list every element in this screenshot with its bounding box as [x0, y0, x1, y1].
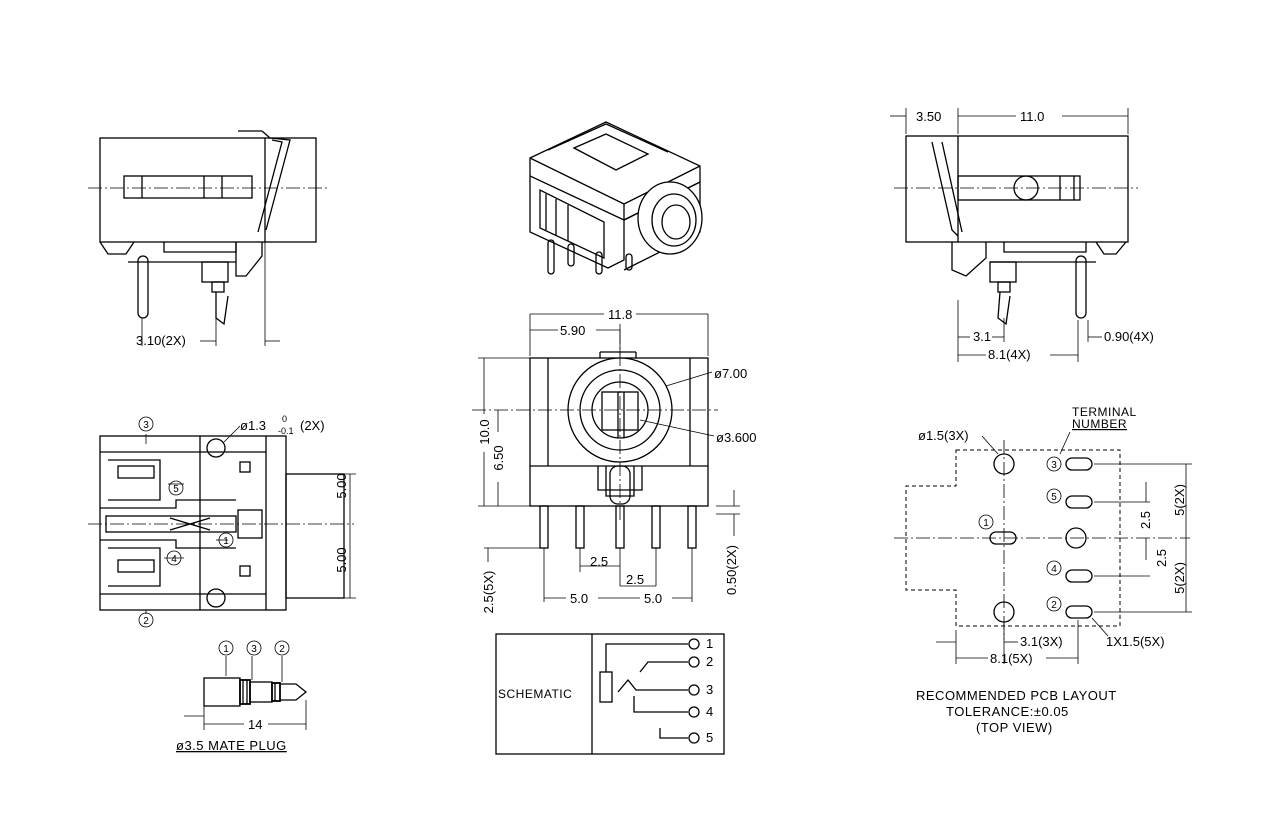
plug-title: ø3.5 MATE PLUG [176, 738, 287, 753]
dim-pin-length: 2.5(5X) [481, 571, 496, 614]
pcb-view: (TOP VIEW) [976, 720, 1053, 735]
dim-25-upper: 2.5 [1138, 511, 1153, 529]
svg-text:5: 5 [173, 484, 179, 495]
pcb-callout-3: 3 [1046, 456, 1062, 472]
schematic: SCHEMATIC 1 2 3 4 5 [495, 633, 725, 755]
dim-25-lower: 2.5 [1154, 549, 1169, 567]
svg-text:2: 2 [143, 616, 149, 627]
schematic-pin-3: 3 [706, 682, 713, 697]
svg-text:4: 4 [171, 554, 177, 565]
svg-text:5: 5 [1051, 492, 1057, 503]
dim-lower: 5.00 [334, 547, 349, 572]
dim-inner-dia: ø3.600 [716, 430, 756, 445]
plug-length: 14 [248, 717, 262, 732]
pcb-callout-1: 1 [978, 514, 994, 530]
dim-total-width: 11.8 [608, 307, 632, 322]
schematic-pin-4: 4 [706, 704, 713, 719]
schematic-label: SCHEMATIC [498, 687, 572, 701]
dim-height: 10.0 [477, 419, 492, 444]
pcb-layout: TERMINAL NUMBER ø1.5(3X) 3 5 1 4 2 [894, 405, 1192, 735]
dim-pin2: 8.1(4X) [988, 347, 1031, 362]
schematic-pin-2: 2 [706, 654, 713, 669]
svg-text:1: 1 [223, 644, 229, 655]
side-view-right: 3.50 11.0 3.1 8.1(4X) 0.90(4X) [890, 108, 1154, 362]
callout-2: 2 [138, 612, 154, 628]
dim-81: 8.1(5X) [990, 651, 1033, 666]
hole-tol-plus: 0 [282, 414, 287, 424]
dim-width: 11.0 [1020, 109, 1044, 124]
svg-text:3: 3 [1051, 460, 1057, 471]
hole-dim: ø1.3 [240, 418, 266, 433]
plug-callout-1: 1 [218, 640, 234, 656]
dim-pin-pitch-b: 2.5 [626, 572, 644, 587]
svg-text:2: 2 [1051, 600, 1057, 611]
schematic-pin-1: 1 [706, 636, 713, 651]
callout-4: 4 [166, 550, 182, 566]
dim-half-width: 5.90 [560, 323, 585, 338]
dim-5-lower: 5(2X) [1172, 562, 1187, 594]
dim-pin-width: 0.90(4X) [1104, 329, 1154, 344]
callout-5: 5 [168, 480, 184, 496]
svg-text:3: 3 [251, 644, 257, 655]
dim-offset: 3.50 [916, 109, 941, 124]
dim-pin-spacing-left: 3.10(2X) [136, 333, 186, 348]
dim-pin-thickness: 0.50(2X) [724, 545, 739, 595]
plug-callout-2: 2 [274, 640, 290, 656]
terminal-label-2: NUMBER [1072, 417, 1127, 431]
bottom-view: 5.00 5.00 ø1.3 0 -0.1 (2X) 3 5 1 4 2 [88, 414, 356, 628]
dim-pin-span-right: 5.0 [644, 591, 662, 606]
callout-1: 1 [218, 532, 234, 548]
pcb-hole-dim: ø1.5(3X) [918, 428, 969, 443]
pcb-callout-2: 2 [1046, 596, 1062, 612]
isometric-view [529, 121, 703, 275]
dim-5-upper: 5(2X) [1172, 484, 1187, 516]
hole-count: (2X) [300, 418, 325, 433]
mate-plug: 14 1 3 2 ø3.5 MATE PLUG [176, 640, 308, 753]
svg-text:2: 2 [279, 644, 285, 655]
hole-tol-minus: -0.1 [278, 426, 294, 436]
svg-text:3: 3 [143, 420, 149, 431]
schematic-pin-5: 5 [706, 730, 713, 745]
dim-upper: 5.00 [334, 473, 349, 498]
dim-pin-pitch-a: 2.5 [590, 554, 608, 569]
pcb-title: RECOMMENDED PCB LAYOUT [916, 688, 1117, 703]
pcb-tolerance: TOLERANCE:±0.05 [946, 704, 1069, 719]
svg-text:1: 1 [983, 518, 989, 529]
dim-center-height: 6.50 [491, 445, 506, 470]
side-view-left: 3.10(2X) [88, 130, 328, 348]
dim-31: 3.1(3X) [1020, 634, 1063, 649]
pcb-callout-5: 5 [1046, 488, 1062, 504]
dim-pin-span-left: 5.0 [570, 591, 588, 606]
pcb-callout-4: 4 [1046, 560, 1062, 576]
dim-outer-dia: ø7.00 [714, 366, 747, 381]
svg-text:4: 4 [1051, 564, 1057, 575]
terminal-label-1: TERMINAL [1072, 405, 1137, 419]
dim-slot: 1X1.5(5X) [1106, 634, 1165, 649]
plug-callout-3: 3 [246, 640, 262, 656]
callout-3: 3 [138, 416, 154, 432]
front-view: 11.8 5.90 ø7.00 ø3.600 10.0 6.50 2.5 2.5… [472, 307, 756, 613]
svg-text:1: 1 [223, 536, 229, 547]
dim-pin1: 3.1 [973, 329, 991, 344]
